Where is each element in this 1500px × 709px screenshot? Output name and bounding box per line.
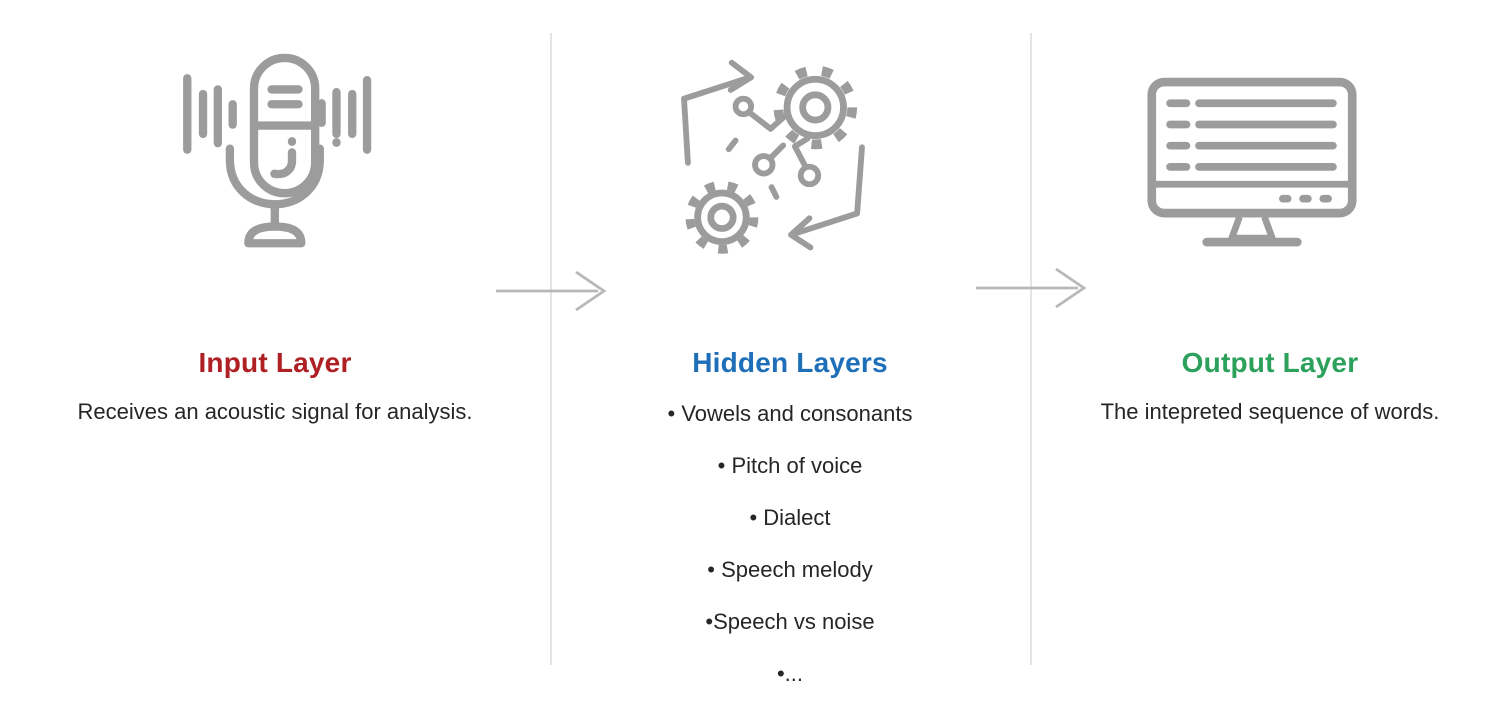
hidden-layers-bullet-list: • Vowels and consonants • Pitch of voice… <box>560 402 1020 709</box>
hidden-layer-bullet: •... <box>776 661 804 686</box>
input-layer-title: Input Layer <box>198 347 352 378</box>
hidden-layers-title: Hidden Layers <box>692 347 888 378</box>
hidden-layer-bullet: • Dialect <box>749 505 831 530</box>
output-layer-description: The intepreted sequence of words. <box>1100 399 1440 424</box>
column-divider <box>1030 33 1032 665</box>
hidden-layer-bullet: • Speech melody <box>707 557 873 582</box>
output-layer-column: Output Layer The intepreted sequence of … <box>1040 0 1500 709</box>
hidden-layer-bullet: • Pitch of voice <box>717 453 863 478</box>
input-layer-description: Receives an acoustic signal for analysis… <box>77 399 473 424</box>
microphone-icon <box>178 52 393 251</box>
flow-arrow-icon <box>492 266 612 316</box>
hidden-layers-column: Hidden Layers • Vowels and consonants • … <box>560 0 1020 709</box>
input-layer-column: Input Layer Receives an acoustic signal … <box>20 0 530 709</box>
flow-arrow-icon <box>972 263 1092 313</box>
column-divider <box>550 33 552 665</box>
monitor-icon <box>1146 76 1358 251</box>
output-layer-title: Output Layer <box>1181 347 1359 378</box>
hidden-layer-bullet: •Speech vs noise <box>705 609 875 634</box>
gears-process-icon <box>673 52 873 264</box>
hidden-layer-bullet: • Vowels and consonants <box>667 401 913 426</box>
